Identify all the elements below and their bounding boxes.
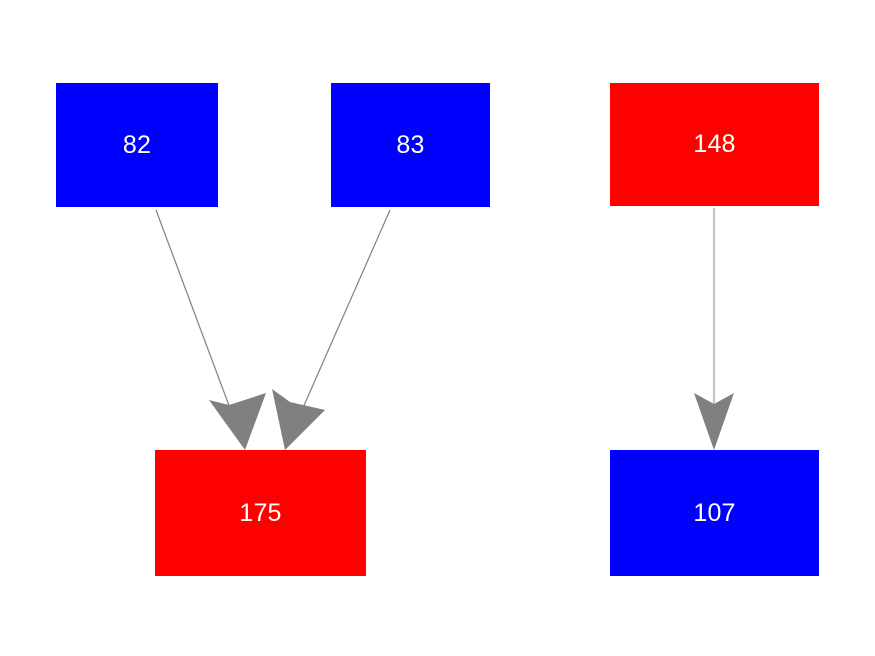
edge-82-to-175-arrowhead	[209, 393, 266, 450]
node-148-label: 148	[693, 130, 736, 158]
node-175[interactable]: 175	[155, 450, 366, 576]
node-83-label: 83	[396, 130, 425, 159]
edge-group	[155, 208, 734, 450]
edge-82-to-175-line	[155, 209, 241, 436]
node-82-label: 82	[122, 130, 152, 159]
node-175-label: 175	[239, 498, 282, 527]
node-83[interactable]: 83	[331, 83, 490, 207]
node-82[interactable]: 82	[56, 83, 218, 207]
edge-83-to-175-line	[290, 209, 391, 436]
node-148[interactable]: 148	[610, 83, 819, 206]
node-107-label: 107	[693, 498, 736, 527]
edge-83-to-175-arrowhead	[272, 389, 325, 450]
edge-148-to-107-arrowhead	[694, 393, 734, 450]
node-107[interactable]: 107	[610, 450, 819, 576]
